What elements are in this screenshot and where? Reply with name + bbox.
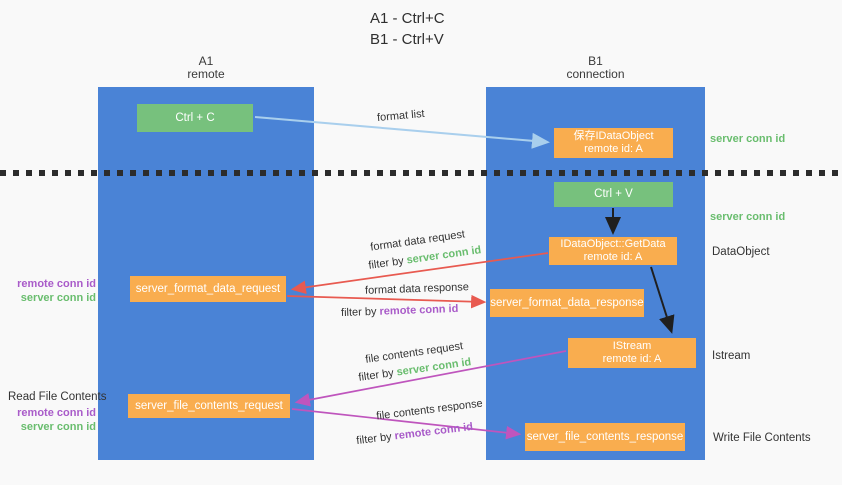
format-data-response-arrow	[286, 294, 487, 309]
right-column-header: B1 connection	[486, 55, 705, 81]
ctrl-c-label: Ctrl + C	[175, 111, 215, 124]
save-dataobject-line1: 保存IDataObject	[573, 130, 654, 142]
istream-node: IStream remote id: A	[568, 338, 696, 368]
getdata-line2: remote id: A	[583, 251, 643, 263]
save-dataobject-node: 保存IDataObject remote id: A	[554, 128, 673, 158]
title-line-2: B1 - Ctrl+V	[370, 31, 444, 48]
getdata-node: IDataObject::GetData remote id: A	[549, 237, 677, 265]
server-conn-id-annotation: server conn id	[20, 292, 96, 304]
left-conn-id-annotation-1: remote conn id server conn id	[14, 277, 96, 305]
remote-conn-id-annotation: remote conn id	[17, 407, 96, 419]
server-format-data-response-node: server_format_data_response	[490, 289, 644, 317]
ctrl-c-node: Ctrl + C	[137, 104, 253, 132]
filter-by-remote-conn-id-label-2: filter by remote conn id	[356, 421, 474, 447]
left-column-header: A1 remote	[98, 55, 314, 81]
ctrl-v-label: Ctrl + V	[594, 188, 633, 200]
diagram-title: A1 - Ctrl+C B1 - Ctrl+V	[370, 8, 445, 50]
filter-by-text: filter by	[357, 367, 395, 384]
istream-line1: IStream	[612, 340, 652, 352]
format-data-response-label: format data response	[364, 281, 470, 297]
filter-by-remote-conn-id-label-1: filter by remote conn id	[341, 303, 459, 319]
filter-by-text: filter by	[367, 255, 405, 272]
server-file-contents-response-label: server_file_contents_response	[526, 430, 684, 443]
remote-conn-id-text: remote conn id	[379, 302, 459, 318]
server-conn-id-annotation-right-1: server conn id	[710, 133, 786, 145]
dataobject-annotation: DataObject	[712, 246, 770, 258]
phase-divider-dotted-line	[0, 170, 842, 176]
write-file-contents-annotation: Write File Contents	[713, 432, 811, 444]
left-column-title: A1	[198, 54, 214, 68]
istream-line2: remote id: A	[602, 353, 662, 365]
server-conn-id-text: server conn id	[405, 244, 483, 267]
server-file-contents-request-label: server_file_contents_request	[135, 399, 283, 412]
server-format-data-response-label: server_format_data_response	[490, 296, 644, 309]
file-contents-response-label: file contents response	[375, 397, 484, 423]
left-conn-id-annotation-2: remote conn id server conn id	[14, 406, 96, 434]
read-file-contents-annotation: Read File Contents	[8, 391, 107, 403]
title-line-1: A1 - Ctrl+C	[370, 10, 445, 27]
right-column-subtitle: connection	[566, 67, 625, 81]
ctrl-v-node: Ctrl + V	[554, 182, 673, 207]
remote-conn-id-annotation: remote conn id	[17, 278, 96, 290]
remote-conn-id-text: remote conn id	[393, 420, 474, 443]
server-format-data-request-node: server_format_data_request	[130, 276, 286, 302]
server-format-data-request-label: server_format_data_request	[135, 282, 281, 295]
server-conn-id-annotation: server conn id	[20, 421, 96, 433]
left-column-subtitle: remote	[187, 67, 225, 81]
right-column-title: B1	[588, 54, 603, 68]
save-dataobject-line2: remote id: A	[584, 143, 643, 155]
format-list-label: format list	[376, 107, 426, 125]
getdata-line1: IDataObject::GetData	[560, 238, 666, 250]
filter-by-text: filter by	[340, 305, 377, 320]
server-file-contents-request-node: server_file_contents_request	[128, 394, 290, 418]
filter-by-text: filter by	[355, 430, 393, 448]
istream-annotation: Istream	[712, 350, 751, 362]
server-file-contents-response-node: server_file_contents_response	[525, 423, 685, 451]
server-conn-id-annotation-right-2: server conn id	[710, 211, 786, 223]
